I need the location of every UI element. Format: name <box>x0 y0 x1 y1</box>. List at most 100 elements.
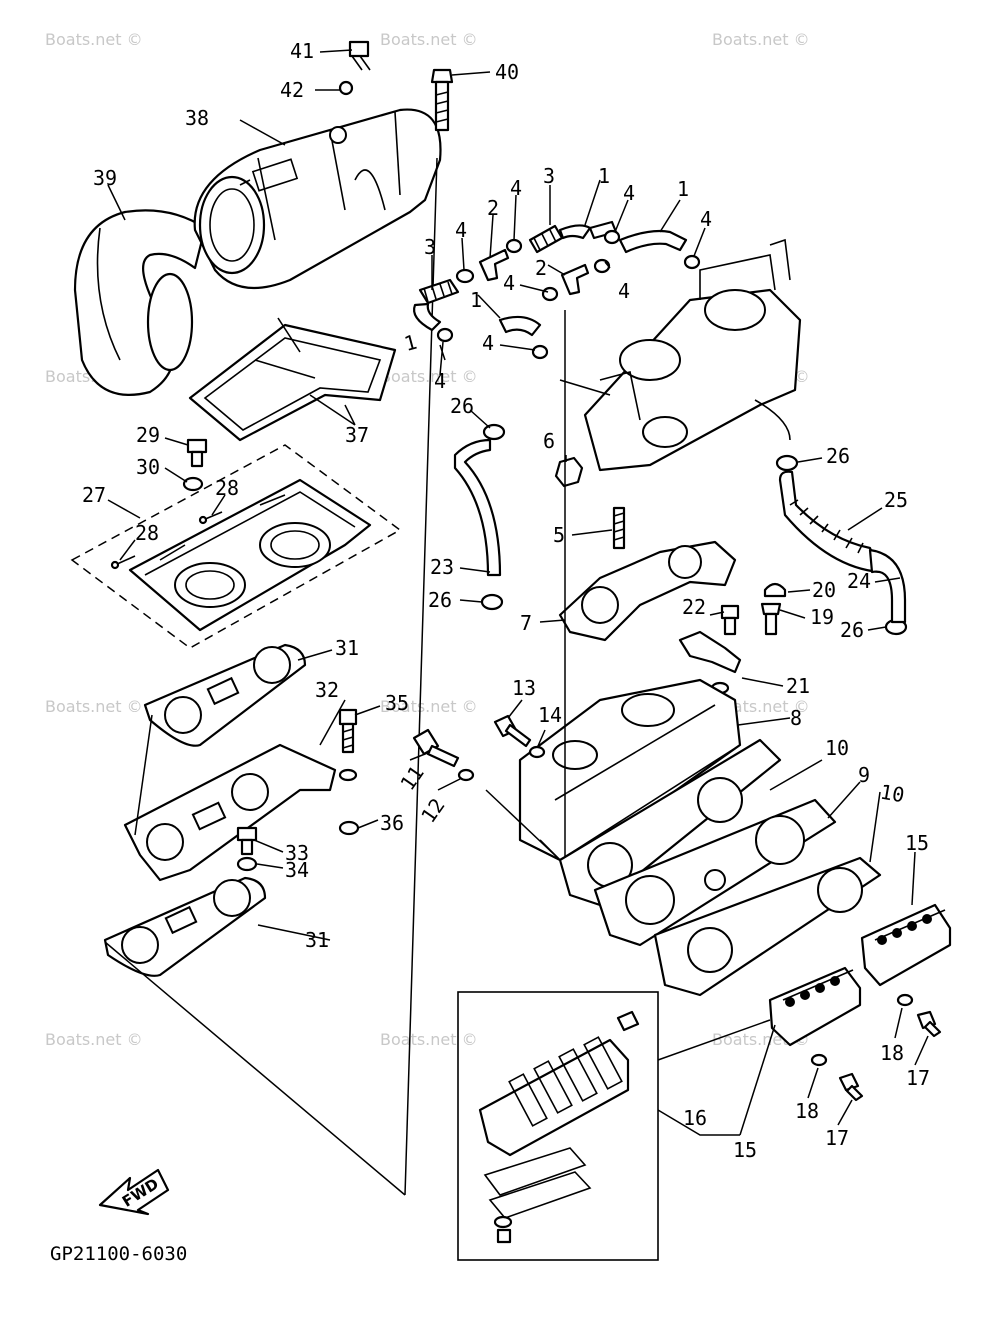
callout-3: 3 <box>543 164 555 188</box>
callout-17: 17 <box>825 1126 849 1150</box>
callout-10: 10 <box>825 736 849 760</box>
callout-22: 22 <box>682 595 706 619</box>
watermark: Boats.net © <box>45 697 143 716</box>
callout-42: 42 <box>280 78 304 102</box>
watermark: Boats.net © <box>380 1030 478 1049</box>
hose-24 <box>868 548 907 624</box>
bolt-13 <box>493 714 532 748</box>
callout-31: 31 <box>305 928 329 952</box>
washer-34 <box>236 856 258 872</box>
callout-1: 1 <box>402 330 420 356</box>
callout-28: 28 <box>135 521 159 545</box>
bolt-17 <box>916 1010 942 1038</box>
nipple-19 <box>760 602 782 636</box>
callout-34: 34 <box>285 858 309 882</box>
callout-20: 20 <box>812 578 836 602</box>
callout-10: 10 <box>878 779 906 807</box>
callout-26: 26 <box>826 444 850 468</box>
callout-17: 17 <box>906 1066 930 1090</box>
exhaust-joint-39 <box>73 209 207 396</box>
washer-18 <box>810 1053 828 1067</box>
reed-plate-9 <box>593 798 837 947</box>
bolt-35 <box>338 708 358 754</box>
bolt-29 <box>186 438 208 468</box>
callout-29: 29 <box>136 423 160 447</box>
clip-26 <box>775 454 799 472</box>
callout-39: 39 <box>93 166 117 190</box>
callout-5: 5 <box>553 523 565 547</box>
callout-31: 31 <box>335 636 359 660</box>
callout-4: 4 <box>700 207 712 231</box>
callout-11: 11 <box>395 761 428 795</box>
t-joint-2 <box>560 263 590 296</box>
alignment-line <box>485 789 561 861</box>
callout-18: 18 <box>880 1041 904 1065</box>
callout-4: 4 <box>510 176 522 200</box>
gasket-10-rear <box>653 856 882 997</box>
hose-3-right <box>528 224 592 254</box>
callout-24: 24 <box>847 569 871 593</box>
screw-28 <box>198 511 223 525</box>
watermark: Boats.net © <box>712 30 810 49</box>
callout-28: 28 <box>215 476 239 500</box>
nut-6 <box>554 456 584 488</box>
callout-36: 36 <box>380 811 404 835</box>
hose-1 <box>618 229 688 254</box>
hose-3-left <box>413 278 460 332</box>
callout-32: 32 <box>315 678 339 702</box>
washer-12 <box>457 768 475 782</box>
callout-4: 4 <box>434 369 446 393</box>
watermark: Boats.net © <box>45 30 143 49</box>
callout-7: 7 <box>520 611 532 635</box>
washer-36 <box>338 820 360 836</box>
callout-26: 26 <box>450 394 474 418</box>
stud-5 <box>612 506 626 550</box>
callout-35: 35 <box>385 691 409 715</box>
alignment-line <box>104 941 406 1196</box>
watermark: Boats.net © <box>45 1030 143 1049</box>
washer-14 <box>528 745 546 759</box>
reed-valve-detail-inset-16 <box>457 991 659 1261</box>
callout-26: 26 <box>840 618 864 642</box>
gasket-37 <box>188 317 397 442</box>
screw-28 <box>110 555 136 570</box>
clip-26 <box>482 423 506 441</box>
callout-1: 1 <box>470 288 482 312</box>
bolt-11 <box>412 728 460 768</box>
callout-41: 41 <box>290 39 314 63</box>
exhaust-chamber-38 <box>193 108 442 290</box>
cylinder-head-cover <box>128 478 372 632</box>
callout-9: 9 <box>858 763 870 787</box>
cap-41 <box>348 40 371 71</box>
callout-13: 13 <box>512 676 536 700</box>
callout-14: 14 <box>538 703 562 727</box>
washer-35 <box>338 768 358 782</box>
callout-27: 27 <box>82 483 106 507</box>
watermark: Boats.net © <box>380 697 478 716</box>
callout-15: 15 <box>733 1138 757 1162</box>
callout-4: 4 <box>618 279 630 303</box>
washer-30 <box>182 476 204 492</box>
hose-23 <box>453 438 502 577</box>
callout-2: 2 <box>535 256 547 280</box>
diagram-code: GP21100-6030 <box>50 1243 187 1265</box>
callout-labels: 41 42 40 38 39 37 29 30 27 28 28 31 32 3… <box>82 39 930 1162</box>
callout-6: 6 <box>543 429 555 453</box>
callout-38: 38 <box>185 106 209 130</box>
bolt-22 <box>720 604 740 636</box>
head-plate-32 <box>123 743 337 882</box>
alignment-line <box>134 714 153 836</box>
callout-15: 15 <box>905 831 929 855</box>
callout-19: 19 <box>810 605 834 629</box>
callout-25: 25 <box>884 488 908 512</box>
callout-33: 33 <box>285 841 309 865</box>
callout-2: 2 <box>487 196 499 220</box>
bolt-40 <box>430 68 454 132</box>
callout-4: 4 <box>623 181 635 205</box>
bracket-21 <box>678 630 742 674</box>
reed-valve-15-right <box>860 903 952 987</box>
callout-21: 21 <box>786 674 810 698</box>
bolt-17 <box>838 1072 864 1102</box>
callout-16: 16 <box>683 1106 707 1130</box>
cap-20 <box>763 582 787 598</box>
